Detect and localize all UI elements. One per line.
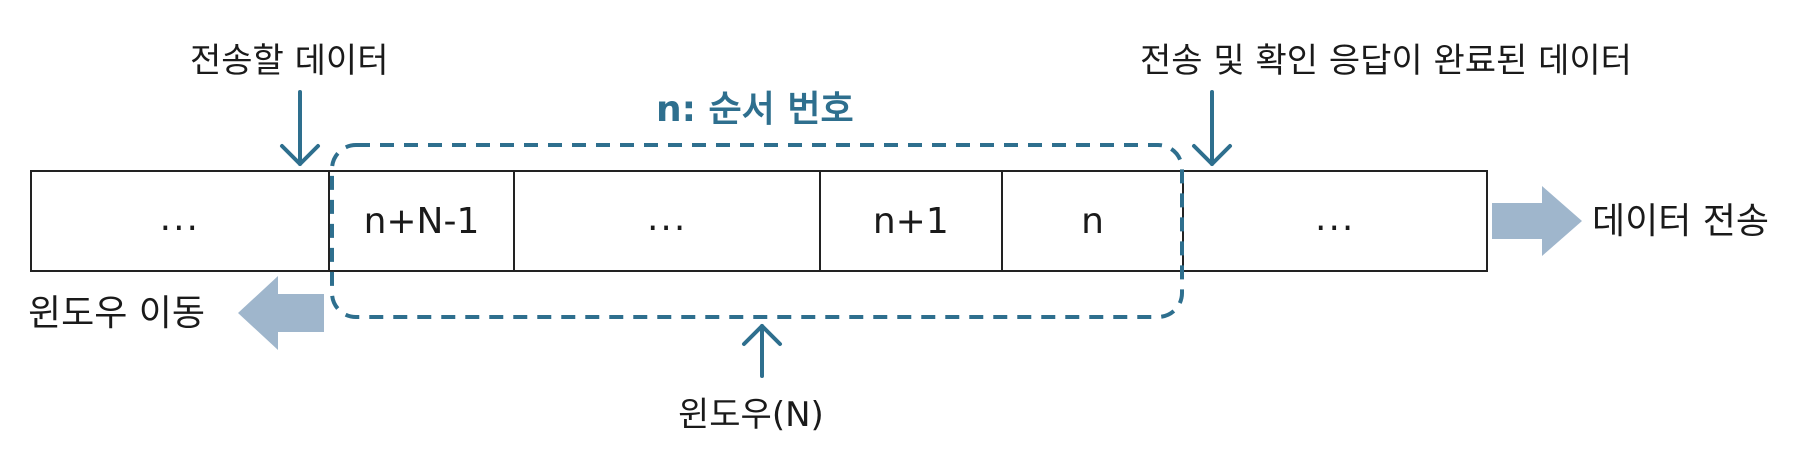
- window-size-label: 윈도우(N): [678, 395, 824, 435]
- window-dashed-box: [330, 143, 1184, 319]
- acked-data-label: 전송 및 확인 응답이 완료된 데이터: [1140, 41, 1632, 81]
- data-send-label: 데이터 전송: [1592, 201, 1770, 242]
- strip-cell-window-middle: ...: [515, 172, 821, 270]
- window-move-label: 윈도우 이동: [28, 293, 206, 334]
- strip-cell-n-plus-N-minus-1: n+N-1: [330, 172, 516, 270]
- arrow-up-icon: [742, 324, 782, 378]
- strip-cell-acked: ...: [1315, 197, 1356, 239]
- data-strip: ... n+N-1 ... n+1 n ...: [30, 170, 1488, 272]
- arrow-right-icon: [1492, 186, 1582, 256]
- arrow-down-icon: [280, 90, 320, 166]
- sequence-number-note: n: 순서 번호: [656, 89, 854, 130]
- strip-cell-unsent: ...: [32, 172, 330, 270]
- arrow-left-icon: [238, 276, 324, 350]
- strip-cell-n-plus-1: n+1: [821, 172, 1003, 270]
- data-to-send-label: 전송할 데이터: [190, 41, 389, 81]
- arrow-down-icon: [1192, 90, 1232, 166]
